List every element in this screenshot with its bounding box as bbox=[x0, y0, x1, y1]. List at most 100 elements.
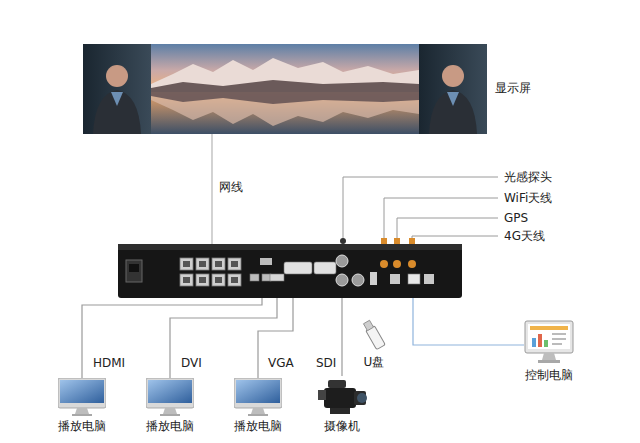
computer-icon-part bbox=[248, 414, 268, 416]
computer-icon-part bbox=[251, 408, 265, 414]
controller-box-part bbox=[380, 260, 388, 268]
screen-picture bbox=[83, 44, 487, 134]
computer-icon-part bbox=[60, 380, 104, 403]
node-label: 摄像机 bbox=[324, 419, 360, 433]
light-sensor-tip bbox=[340, 238, 346, 244]
cable-connector bbox=[211, 134, 212, 244]
computer-icon-part bbox=[236, 380, 280, 403]
display-screen: 显示屏 bbox=[83, 44, 487, 134]
cable-connector bbox=[82, 298, 262, 378]
control-computer-icon bbox=[524, 320, 574, 364]
controller-box-part bbox=[199, 277, 206, 283]
cable-connector bbox=[170, 298, 277, 378]
node-label: 显示屏 bbox=[495, 81, 531, 95]
node-label: 播放电脑 bbox=[234, 419, 282, 433]
screen-picture-part bbox=[111, 92, 123, 106]
usb-drive: U盘 bbox=[361, 318, 387, 369]
player-computer: 播放电脑 bbox=[58, 378, 106, 433]
node-label: 播放电脑 bbox=[146, 419, 194, 433]
camera-icon-part bbox=[354, 391, 366, 405]
screen-picture-part bbox=[442, 66, 464, 72]
screen-picture-part bbox=[151, 92, 419, 104]
control-computer-icon-part bbox=[542, 353, 556, 360]
controller-device bbox=[118, 244, 462, 298]
screen-picture-part bbox=[447, 92, 459, 106]
player-computer: 播放电脑 bbox=[146, 378, 194, 433]
controller-box-part bbox=[408, 274, 420, 284]
controller-box-part bbox=[183, 261, 190, 267]
controller-box-part bbox=[215, 277, 222, 283]
controller-box-part bbox=[180, 274, 193, 286]
controller-box-part bbox=[250, 274, 259, 281]
control-computer-icon-part bbox=[552, 343, 562, 345]
controller-box-part bbox=[336, 274, 348, 286]
control-computer-icon-part bbox=[532, 338, 536, 347]
computer-icon-part bbox=[163, 408, 177, 414]
antenna-tip bbox=[381, 238, 387, 245]
callout-label: WiFi天线 bbox=[503, 191, 553, 205]
screen-picture-part bbox=[151, 58, 419, 92]
controller-box-part bbox=[199, 261, 206, 267]
node-label: U盘 bbox=[364, 355, 385, 369]
control-computer-icon-part bbox=[530, 326, 568, 330]
camera-icon-part bbox=[357, 393, 367, 403]
cable-label: SDI bbox=[315, 356, 337, 370]
controller-box-part bbox=[228, 258, 241, 270]
cable-label: HDMI bbox=[92, 356, 126, 370]
controller-box-part bbox=[262, 274, 271, 281]
cable-label: DVI bbox=[180, 356, 203, 370]
controller-box-part bbox=[370, 272, 377, 285]
node-label: 播放电脑 bbox=[58, 419, 106, 433]
camera-icon-part bbox=[318, 390, 326, 400]
camera-icon-part bbox=[328, 380, 346, 388]
controller-box-part bbox=[196, 258, 209, 270]
leader-line bbox=[412, 236, 498, 244]
screen-picture-part bbox=[106, 65, 128, 87]
leader-lines bbox=[343, 177, 498, 244]
cable-connector bbox=[341, 298, 342, 376]
antenna-tip bbox=[409, 238, 415, 245]
controller-box-part bbox=[215, 261, 222, 267]
computer-icon-part bbox=[58, 378, 106, 408]
controller-box-part bbox=[231, 277, 238, 283]
computer-icon bbox=[58, 378, 106, 416]
controller-box-part bbox=[424, 274, 434, 284]
controller-box-part bbox=[336, 255, 348, 267]
leader-line bbox=[397, 218, 498, 244]
controller-box-part bbox=[284, 262, 312, 274]
computer-icon-part bbox=[148, 380, 192, 403]
controller-box-part bbox=[126, 260, 142, 282]
control-computer-icon-part bbox=[544, 340, 548, 347]
computer-icon-part bbox=[234, 378, 282, 408]
camera-icon-part bbox=[324, 388, 356, 408]
cable-label: 网线 bbox=[218, 180, 244, 194]
controller-box-part bbox=[118, 244, 462, 250]
screen-picture-part bbox=[83, 44, 151, 134]
controller-box-part bbox=[408, 260, 416, 268]
player-computer: 播放电脑 bbox=[234, 378, 282, 433]
screen-picture-part bbox=[151, 44, 419, 92]
control-computer-icon-part bbox=[525, 321, 573, 353]
controller-box-part bbox=[314, 262, 336, 274]
controller-box-part bbox=[260, 258, 272, 265]
callout-label: 4G天线 bbox=[503, 229, 546, 243]
leader-line bbox=[384, 198, 498, 244]
screen-picture-part bbox=[151, 80, 419, 92]
controller-box-part bbox=[180, 258, 193, 270]
controller-box-part bbox=[393, 260, 401, 268]
computer-icon-part bbox=[75, 408, 89, 414]
screen-picture-part bbox=[151, 92, 419, 126]
controller-box-part bbox=[212, 274, 225, 286]
screen-picture-part bbox=[93, 90, 141, 134]
control-computer-icon-part bbox=[538, 334, 542, 347]
camera-icon-part bbox=[330, 408, 350, 414]
camera-icon bbox=[316, 376, 368, 416]
controller-box-part bbox=[228, 274, 241, 286]
control-computer-icon-part bbox=[552, 333, 566, 335]
control-computer-icon-part bbox=[552, 338, 566, 340]
antenna-tips bbox=[340, 238, 415, 245]
node-label: 控制电脑 bbox=[525, 368, 573, 382]
screen-picture-part bbox=[429, 90, 477, 134]
controller-box-part bbox=[196, 274, 209, 286]
